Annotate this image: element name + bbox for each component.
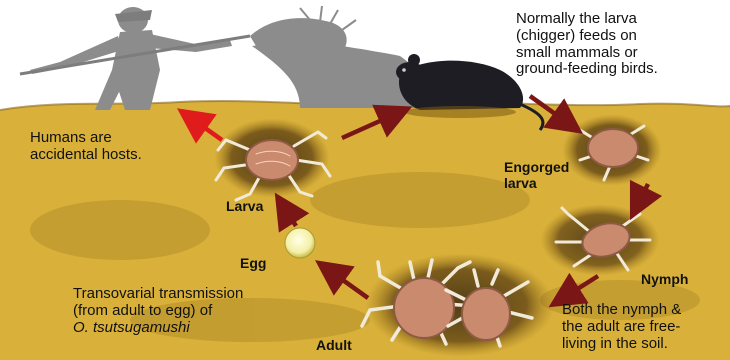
- transovarial-note: Transovarial transmission (from adult to…: [73, 286, 243, 336]
- humans-note: Humans are accidental hosts.: [30, 130, 142, 164]
- larva-label: Larva: [226, 199, 263, 215]
- transovarial-line-2: (from adult to egg) of: [73, 303, 243, 320]
- transovarial-line-1: Transovarial transmission: [73, 286, 243, 303]
- nymph-label: Nymph: [641, 272, 688, 288]
- free-living-note: Both the nymph & the adult are free- liv…: [562, 302, 681, 352]
- engorged-larva-label: Engorged larva: [504, 160, 569, 191]
- adult-label: Adult: [316, 338, 352, 354]
- transovarial-species: O. tsutsugamushi: [73, 320, 243, 337]
- egg-shape: [285, 228, 315, 258]
- host-note: Normally the larva (chigger) feeds on sm…: [516, 11, 658, 78]
- egg-label: Egg: [240, 256, 266, 272]
